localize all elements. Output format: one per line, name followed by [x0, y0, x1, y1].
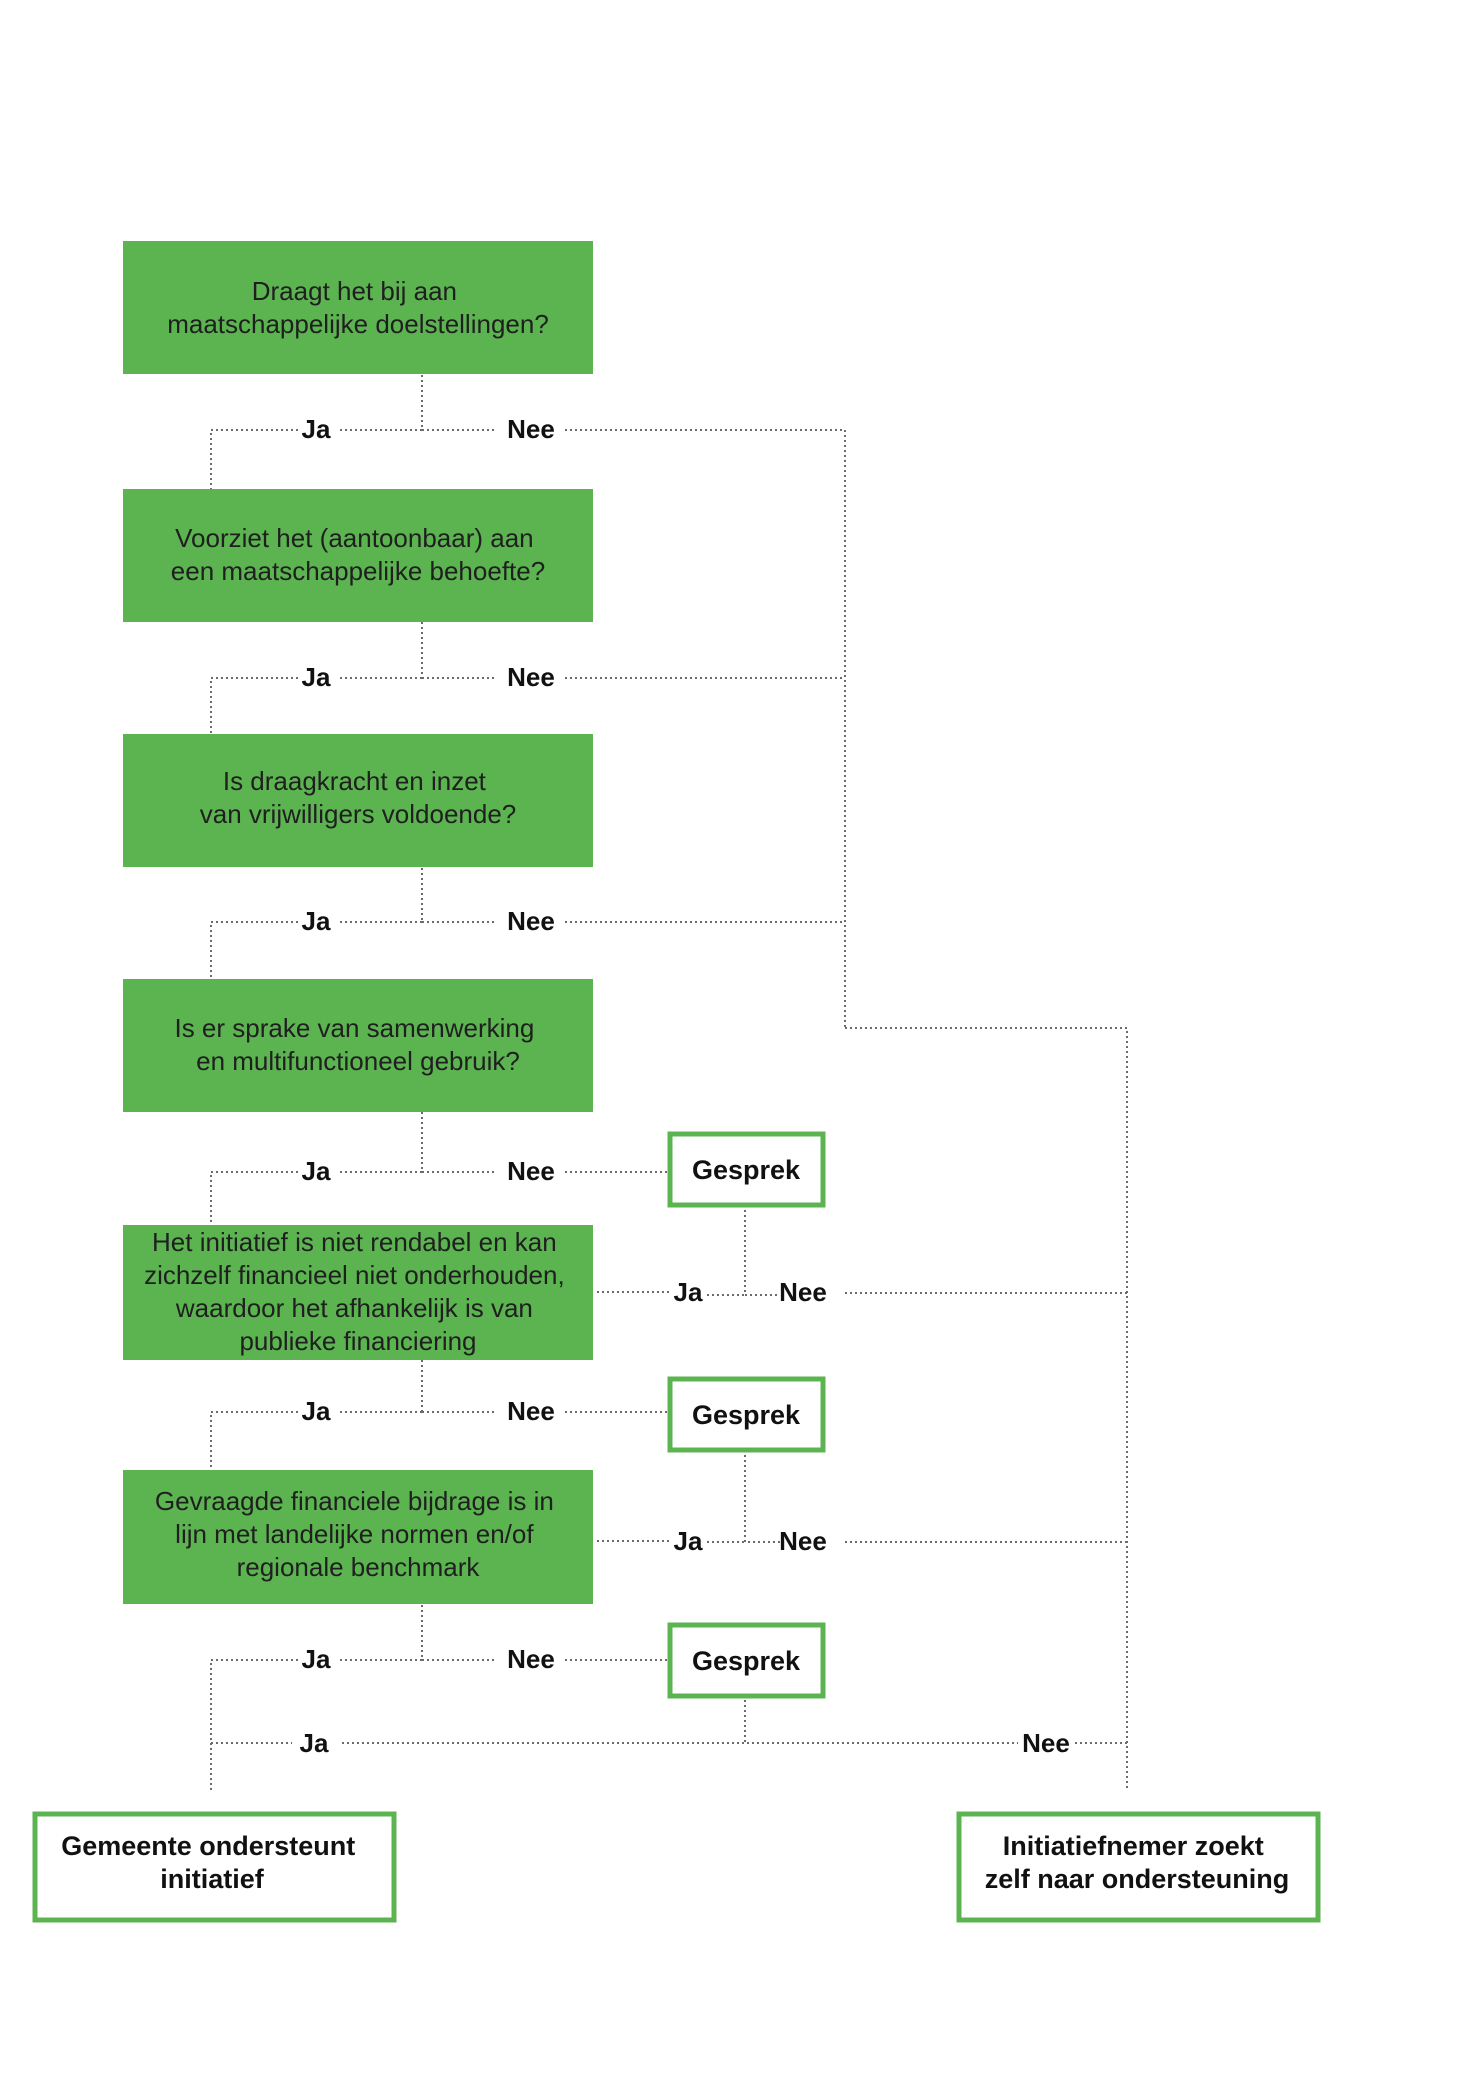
connector-q1 — [210, 375, 846, 1028]
label-nee: Nee — [507, 414, 555, 444]
gesprek-label: Gesprek — [692, 1646, 801, 1676]
outcome-support: Gemeente ondersteunt initiatief — [32, 1811, 397, 1923]
connector-q4 — [210, 1112, 670, 1225]
question-box — [123, 1225, 593, 1360]
gesprek-box-2: Gesprek — [667, 1376, 826, 1453]
gesprek-box — [667, 1622, 826, 1699]
label-ja: Ja — [300, 1728, 329, 1758]
outcome-text: Initiatiefnemer zoekt zelf naar onderste… — [985, 1831, 1290, 1894]
label-ja: Ja — [302, 1156, 331, 1186]
label-nee: Nee — [779, 1277, 827, 1307]
gesprek-label: Gesprek — [692, 1400, 801, 1430]
label-ja: Ja — [302, 662, 331, 692]
question-box — [123, 241, 593, 374]
label-ja: Ja — [302, 906, 331, 936]
gesprek-label: Gesprek — [692, 1155, 801, 1185]
question-box — [123, 1470, 593, 1604]
gesprek-box — [667, 1376, 826, 1453]
question-5: Het initiatief is niet rendabel en kan z… — [123, 1225, 593, 1360]
label-nee: Nee — [507, 1644, 555, 1674]
connector-right-rail — [845, 1027, 1128, 1790]
label-ja: Ja — [674, 1526, 703, 1556]
branch-labels: Ja Nee Ja Nee Ja Nee Ja Nee Ja Nee Ja Ne… — [300, 414, 1070, 1758]
label-ja: Ja — [302, 1396, 331, 1426]
label-ja: Ja — [674, 1277, 703, 1307]
question-text: Is er sprake van samenwerking en multifu… — [174, 1013, 541, 1076]
question-box — [123, 979, 593, 1112]
label-nee: Nee — [507, 1396, 555, 1426]
outcome-box — [956, 1811, 1321, 1923]
label-ja: Ja — [302, 414, 331, 444]
question-text: Draagt het bij aan maatschappelijke doel… — [167, 276, 549, 339]
label-nee: Nee — [779, 1526, 827, 1556]
connector-q3 — [210, 868, 845, 980]
label-nee: Nee — [507, 662, 555, 692]
connector-gesprek-1 — [597, 1205, 1127, 1296]
connector-q5 — [210, 1360, 670, 1470]
question-6: Gevraagde financiele bijdrage is in lijn… — [123, 1470, 593, 1604]
outcome-text: Gemeente ondersteunt initiatief — [61, 1831, 363, 1894]
label-nee: Nee — [507, 1156, 555, 1186]
question-3: Is draagkracht en inzet van vrijwilliger… — [123, 734, 593, 867]
question-2: Voorziet het (aantoonbaar) aan een maats… — [123, 489, 593, 622]
question-text: Voorziet het (aantoonbaar) aan een maats… — [171, 523, 545, 586]
question-box — [123, 489, 593, 622]
gesprek-box-1: Gesprek — [667, 1131, 826, 1208]
question-4: Is er sprake van samenwerking en multifu… — [123, 979, 593, 1112]
connector-gesprek-3 — [211, 1695, 1127, 1744]
gesprek-box — [667, 1131, 826, 1208]
question-box — [123, 734, 593, 867]
outcome-box — [32, 1811, 397, 1923]
question-text: Is draagkracht en inzet van vrijwilliger… — [200, 766, 517, 829]
connector-q2 — [210, 622, 845, 735]
label-nee: Nee — [1022, 1728, 1070, 1758]
question-text: Gevraagde financiele bijdrage is in lijn… — [155, 1486, 561, 1582]
question-1: Draagt het bij aan maatschappelijke doel… — [123, 241, 593, 374]
label-ja: Ja — [302, 1644, 331, 1674]
label-nee: Nee — [507, 906, 555, 936]
connector-q6 — [210, 1605, 670, 1790]
connector-gesprek-2 — [597, 1450, 1127, 1543]
question-text: Het initiatief is niet rendabel en kan z… — [144, 1227, 572, 1356]
outcome-self: Initiatiefnemer zoekt zelf naar onderste… — [956, 1811, 1321, 1923]
connectors — [210, 375, 1128, 1790]
gesprek-box-3: Gesprek — [667, 1622, 826, 1699]
